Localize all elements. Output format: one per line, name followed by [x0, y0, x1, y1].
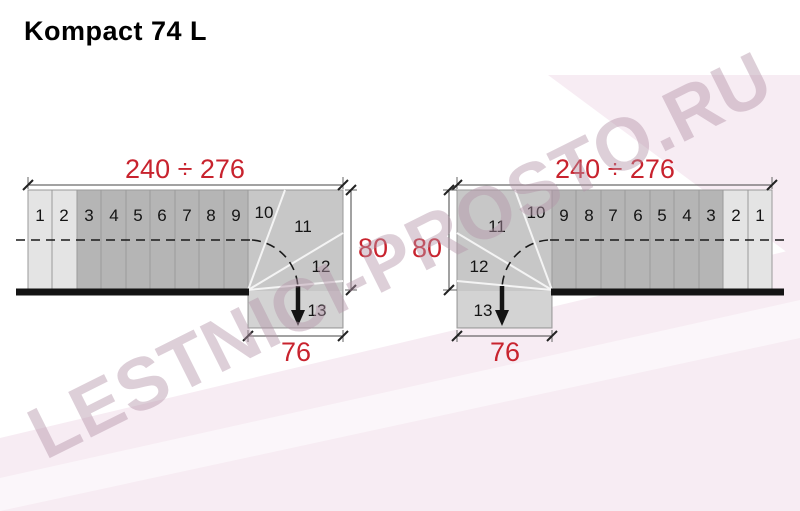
step-number: 12 — [312, 257, 331, 276]
direction-arrow-head — [291, 310, 305, 326]
step-number: 5 — [657, 206, 666, 225]
step-number: 4 — [109, 206, 118, 225]
ticks-top — [451, 179, 778, 191]
step-number: 1 — [35, 206, 44, 225]
dimension-label-bottom: 76 — [490, 337, 520, 367]
walk-line-arc — [501, 239, 549, 291]
left-stair: 240 ÷ 276 80 76 1 2 3 4 5 6 7 8 9 10 11 … — [16, 154, 388, 367]
winder-fan-lines — [456, 189, 553, 291]
step-number: 4 — [682, 206, 691, 225]
straight-flight-dark-steps — [551, 189, 724, 291]
step-number: 11 — [488, 217, 506, 236]
direction-arrow-head — [495, 310, 509, 326]
winder-outline — [247, 189, 344, 329]
winder-outline — [456, 189, 553, 329]
dimension-label-width: 80 — [358, 233, 388, 263]
walk-line-arc — [251, 239, 299, 291]
dimension-label-top: 240 ÷ 276 — [555, 154, 675, 184]
right-stair: 240 ÷ 276 80 76 1 2 3 4 5 6 7 8 9 10 11 … — [412, 154, 784, 367]
step-number: 12 — [470, 257, 489, 276]
extension-lines-side — [443, 189, 457, 291]
winder-lower-area — [249, 291, 342, 327]
dimension-label-top: 240 ÷ 276 — [125, 154, 245, 184]
step-number: 6 — [633, 206, 642, 225]
step-number: 1 — [755, 206, 764, 225]
ticks-bottom — [242, 330, 349, 342]
step-number: 3 — [84, 206, 93, 225]
winder-lower-area — [458, 291, 551, 327]
dimension-label-bottom: 76 — [281, 337, 311, 367]
white-streak — [0, 300, 800, 511]
step-number: 5 — [133, 206, 142, 225]
ticks-side — [345, 184, 357, 296]
ticks-bottom — [451, 330, 558, 342]
page-title: Kompact 74 L — [24, 16, 208, 46]
step-number: 10 — [255, 203, 274, 222]
straight-flight-dark-steps — [76, 189, 249, 291]
step-number: 7 — [182, 206, 191, 225]
step-number: 8 — [584, 206, 593, 225]
step-number: 11 — [294, 217, 312, 236]
step-number: 2 — [731, 206, 740, 225]
step-number: 9 — [231, 206, 240, 225]
step-number: 6 — [157, 206, 166, 225]
extension-lines-top — [27, 177, 344, 189]
winder-fan-lines — [247, 189, 344, 291]
step-number: 10 — [527, 203, 546, 222]
step-number: 2 — [59, 206, 68, 225]
step-number: 7 — [608, 206, 617, 225]
step-number: 13 — [474, 301, 493, 320]
step-number: 8 — [206, 206, 215, 225]
extension-lines-top — [456, 177, 773, 189]
step-number: 9 — [559, 206, 568, 225]
ticks-side — [443, 184, 455, 296]
step-number: 3 — [706, 206, 715, 225]
dimension-label-width: 80 — [412, 233, 442, 263]
ticks-top — [22, 179, 349, 191]
step-number: 13 — [308, 301, 327, 320]
